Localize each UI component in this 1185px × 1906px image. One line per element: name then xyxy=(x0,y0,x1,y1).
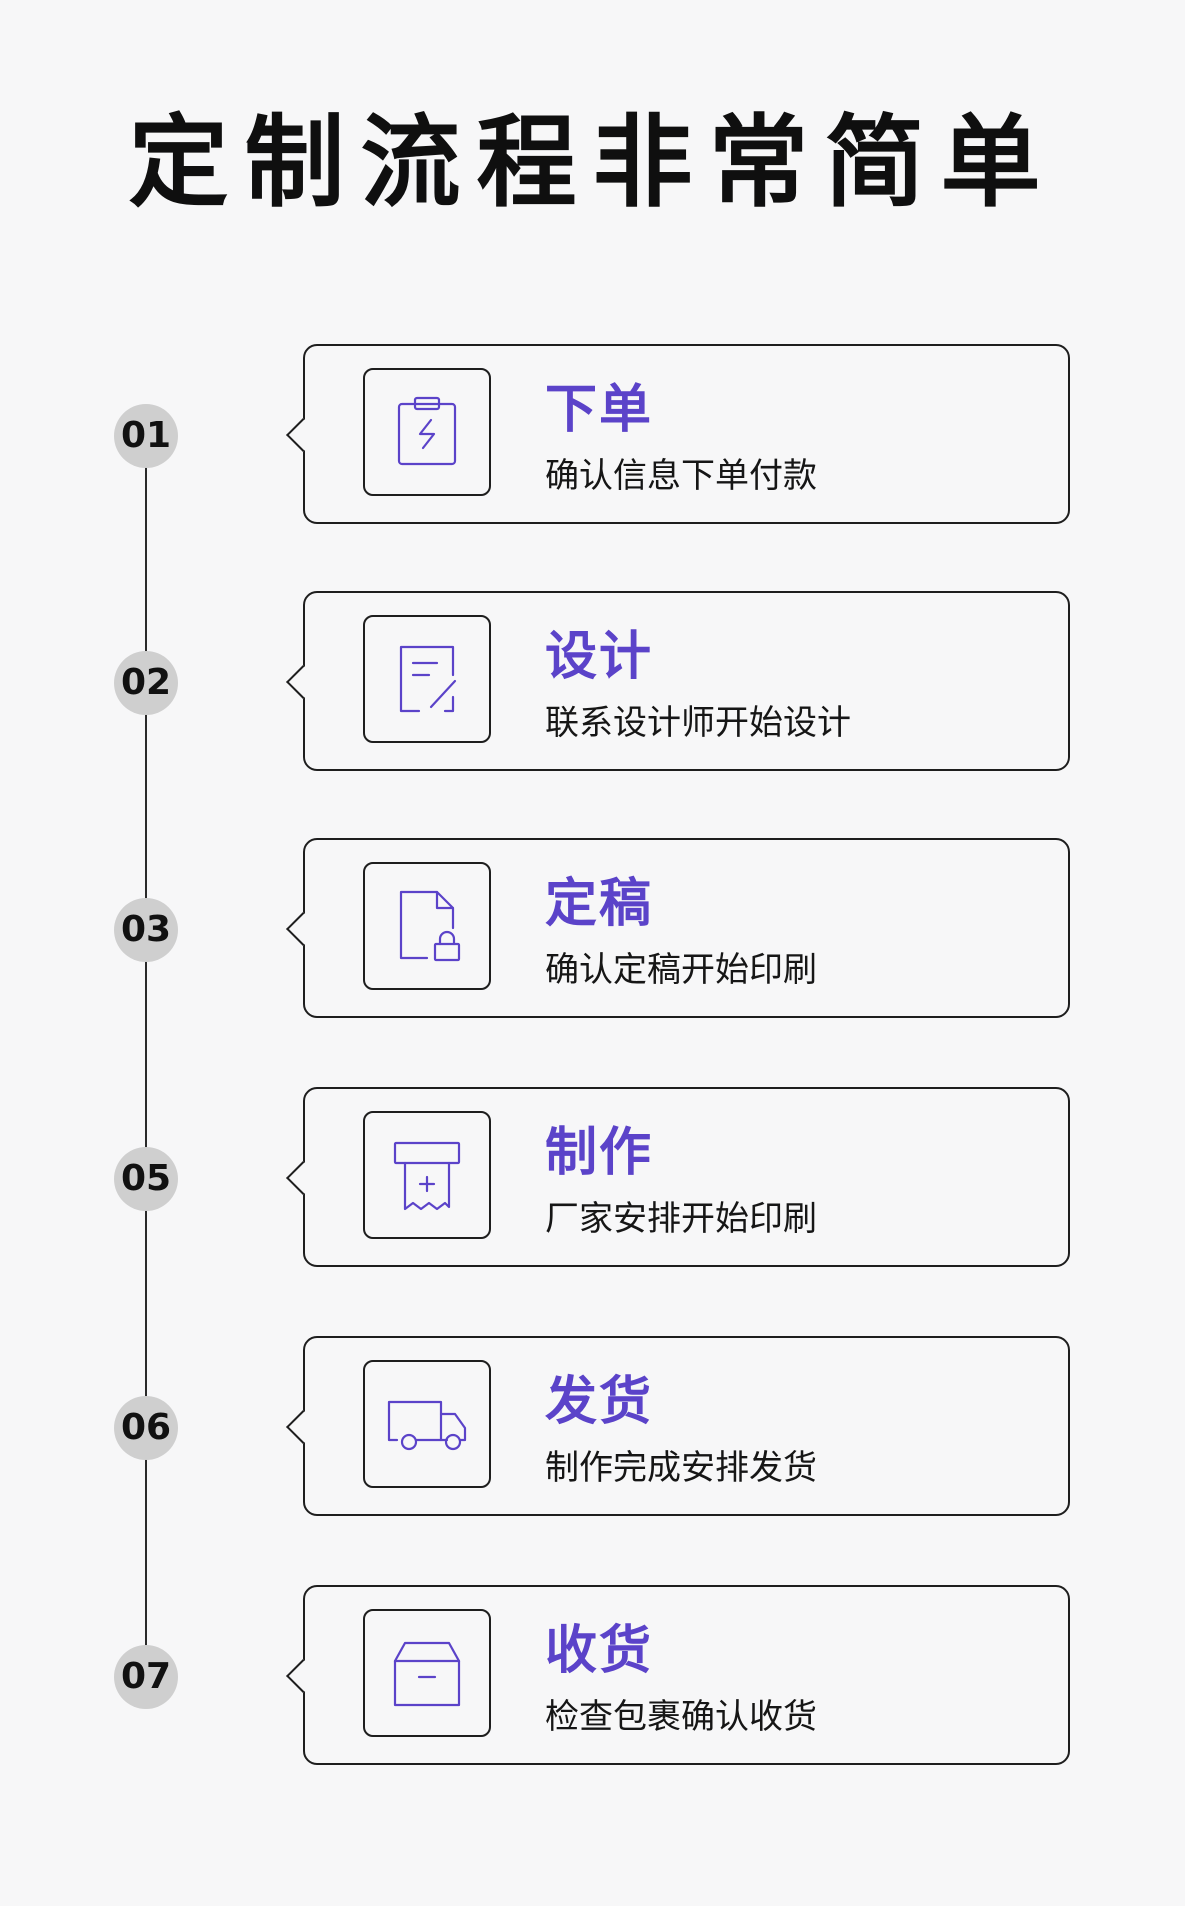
step-description: 厂家安排开始印刷 xyxy=(545,1199,817,1239)
card-pointer xyxy=(286,1659,320,1693)
card-pointer xyxy=(286,665,320,699)
step-description: 确认信息下单付款 xyxy=(545,456,817,496)
truck-icon xyxy=(363,1360,491,1488)
step-description: 确认定稿开始印刷 xyxy=(545,950,817,990)
step-card-finalize[interactable]: 定稿 确认定稿开始印刷 xyxy=(286,838,1070,1018)
step-number-badge: 03 xyxy=(114,898,178,962)
step-title: 设计 xyxy=(545,627,654,687)
card-pointer xyxy=(286,1410,320,1444)
print-receipt-icon xyxy=(363,1111,491,1239)
step-number-badge: 06 xyxy=(114,1396,178,1460)
step-description: 检查包裹确认收货 xyxy=(545,1697,817,1737)
document-lock-icon xyxy=(363,862,491,990)
step-description: 制作完成安排发货 xyxy=(545,1448,817,1488)
card-pointer xyxy=(286,1161,320,1195)
card-pointer xyxy=(286,912,320,946)
card-pointer xyxy=(286,418,320,452)
timeline-line xyxy=(145,440,147,1685)
step-title: 下单 xyxy=(545,380,654,440)
package-box-icon xyxy=(363,1609,491,1737)
step-card-order[interactable]: 下单 确认信息下单付款 xyxy=(286,344,1070,524)
step-description: 联系设计师开始设计 xyxy=(545,703,851,743)
step-title: 制作 xyxy=(545,1123,654,1183)
step-number-badge: 07 xyxy=(114,1645,178,1709)
step-title: 收货 xyxy=(545,1621,654,1681)
step-card-shipping[interactable]: 发货 制作完成安排发货 xyxy=(286,1336,1070,1516)
step-title: 发货 xyxy=(545,1372,654,1432)
step-card-production[interactable]: 制作 厂家安排开始印刷 xyxy=(286,1087,1070,1267)
step-card-design[interactable]: 设计 联系设计师开始设计 xyxy=(286,591,1070,771)
step-card-receive[interactable]: 收货 检查包裹确认收货 xyxy=(286,1585,1070,1765)
document-edit-icon xyxy=(363,615,491,743)
step-number-badge: 01 xyxy=(114,404,178,468)
clipboard-lightning-icon xyxy=(363,368,491,496)
step-number-badge: 05 xyxy=(114,1147,178,1211)
step-number-badge: 02 xyxy=(114,651,178,715)
step-title: 定稿 xyxy=(545,874,654,934)
page-title: 定制流程非常简单 xyxy=(128,104,1057,221)
